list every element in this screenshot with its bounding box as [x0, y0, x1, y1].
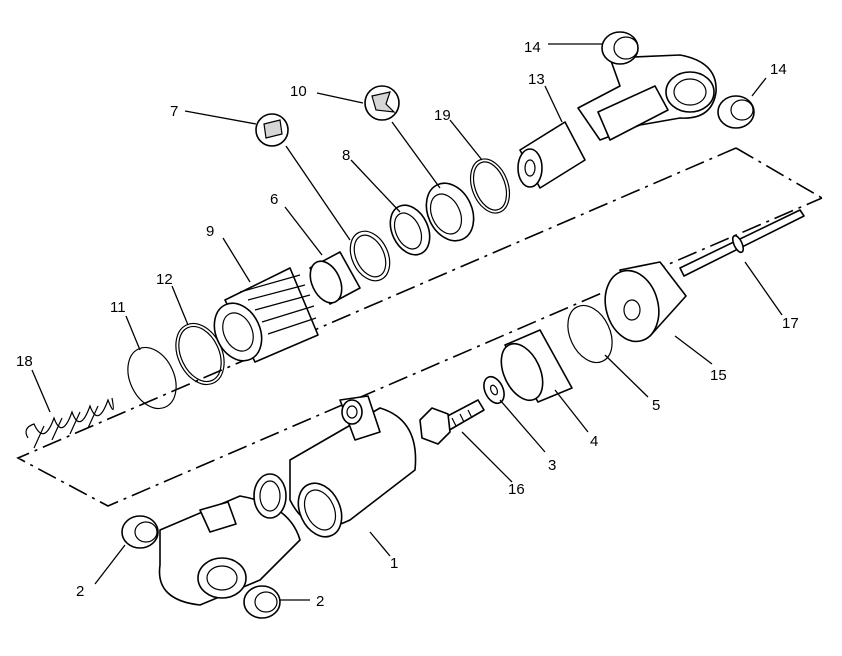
callout-14-left: 14 [524, 39, 541, 56]
leader-lines [31, 43, 783, 601]
callout-2-right: 2 [316, 593, 324, 610]
part-5-ring [567, 304, 613, 364]
part-13-sleeve [517, 121, 586, 189]
part-15-piston [604, 261, 687, 343]
part-12-ring [175, 322, 225, 386]
callout-11: 11 [110, 299, 126, 316]
part-16-bolt [419, 399, 485, 445]
part-17-rod [679, 209, 805, 277]
part-9-gland [213, 267, 319, 363]
part-11-ring [127, 346, 177, 410]
callout-13: 13 [528, 71, 545, 88]
callout-labels: 1 2 2 3 4 5 6 7 8 9 10 11 12 13 14 14 15… [16, 39, 799, 610]
callout-17: 17 [782, 315, 799, 332]
callout-8: 8 [342, 147, 350, 164]
callout-4: 4 [590, 433, 598, 450]
callout-3: 3 [548, 457, 556, 474]
part-7-ring [349, 230, 391, 282]
part-2-base-end [121, 473, 301, 619]
callout-6: 6 [270, 191, 278, 208]
callout-2-left: 2 [76, 583, 84, 600]
part-3-washer [483, 375, 505, 405]
part-18-spring [25, 397, 114, 449]
part-10-seal [425, 182, 475, 242]
callout-12: 12 [156, 271, 173, 288]
detail-circle-10 [364, 85, 400, 121]
detail-circle-7 [255, 113, 289, 147]
part-19-snap-ring [469, 158, 511, 214]
assembly-boundary [16, 147, 823, 507]
callout-9: 9 [206, 223, 214, 240]
callout-10: 10 [290, 83, 307, 100]
callout-1: 1 [390, 555, 398, 572]
callout-18: 18 [16, 353, 33, 370]
part-1-barrel [289, 395, 417, 538]
callout-7: 7 [170, 103, 178, 120]
part-14-rod-end [577, 31, 755, 141]
part-8-wiper [389, 204, 431, 256]
part-6-bushing [309, 251, 361, 305]
callout-16: 16 [508, 481, 525, 498]
callout-14-right: 14 [770, 61, 787, 78]
callout-15: 15 [710, 367, 727, 384]
callout-19: 19 [434, 107, 451, 124]
part-4-bushing [500, 329, 573, 403]
callout-5: 5 [652, 397, 660, 414]
